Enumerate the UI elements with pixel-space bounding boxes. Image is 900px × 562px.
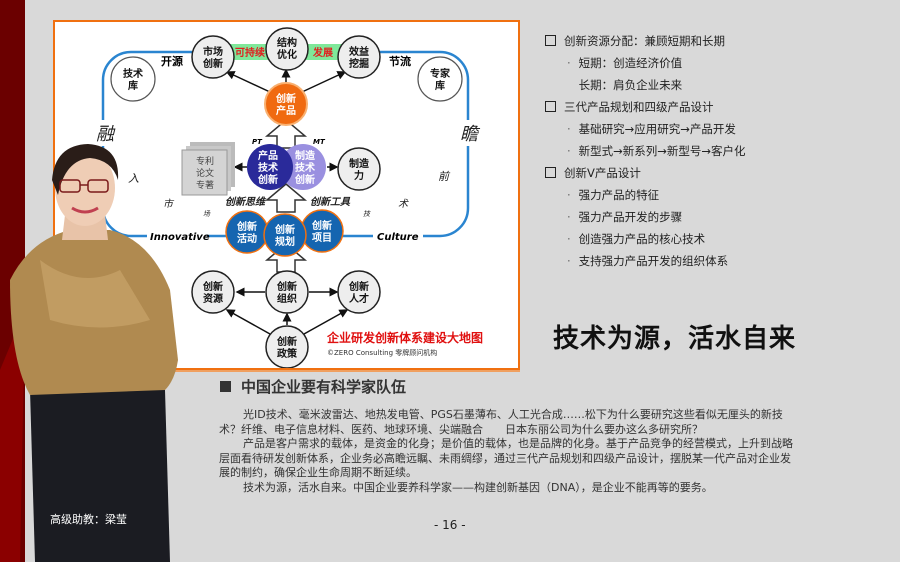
bullet-list: 创新资源分配：兼顾短期和长期 ·短期：创造经济价值 ·长期：肩负企业未来 三代产…	[545, 30, 746, 272]
node-planning: 创新	[274, 223, 295, 236]
svg-text:入: 入	[128, 172, 139, 185]
svg-text:论文: 论文	[196, 167, 214, 179]
svg-text:PT: PT	[252, 138, 263, 146]
svg-text:创新: 创新	[294, 173, 315, 186]
cut-cost-label: 节流	[389, 54, 411, 68]
presenter-photo	[0, 144, 178, 562]
node-resource: 创新	[202, 280, 223, 293]
presenter-caption: 高级助教：梁莹	[50, 513, 127, 526]
node-expertlib: 专家	[430, 67, 451, 80]
bullet-subitem: ·强力产品的特征	[567, 188, 660, 202]
svg-text:瞻: 瞻	[460, 124, 481, 145]
innovation-map-diagram: 可持续 发展 开源 节流 专利 论文 专著 市场创新 结构优化 效益挖掘 技术库…	[53, 20, 520, 370]
mt-node	[280, 144, 326, 190]
svg-text:技术: 技术	[295, 161, 315, 174]
svg-text:库: 库	[128, 79, 138, 92]
node-project: 创新	[311, 219, 332, 232]
svg-text:规划: 规划	[275, 235, 295, 248]
patents-docs-icon: 专利 论文 专著	[181, 142, 235, 196]
diagram-copyright: ©ZERO Consulting 零牌顾问机构	[327, 348, 437, 357]
bullet-subitem: ·强力产品开发的步骤	[567, 210, 683, 224]
svg-text:产品: 产品	[276, 104, 296, 117]
bullet-item: 创新资源分配：兼顾短期和长期	[545, 30, 746, 52]
svg-text:技: 技	[363, 210, 371, 218]
bullet-item: 三代产品规划和四级产品设计	[545, 96, 746, 118]
svg-text:挖掘: 挖掘	[349, 57, 369, 70]
svg-text:融: 融	[96, 124, 116, 145]
svg-text:创新: 创新	[275, 92, 296, 105]
innovative-product-node	[264, 82, 308, 126]
thinking-label: 创新思维	[225, 196, 267, 208]
paragraph: 光ID技术、毫米波雷达、地热发电管、PGS石墨薄布、人工光合成……松下为什么要研…	[219, 408, 783, 436]
svg-text:产品: 产品	[258, 149, 278, 162]
bullet-subitem: ·创造强力产品的核心技术	[567, 232, 706, 246]
diagram-title: 企业研发创新体系建设大地图	[326, 330, 483, 345]
svg-text:创新: 创新	[257, 173, 278, 186]
svg-text:市: 市	[163, 198, 175, 210]
svg-text:项目: 项目	[312, 232, 332, 244]
bullet-subitem: ·长期：肩负企业未来	[578, 78, 683, 92]
svg-text:前: 前	[438, 170, 451, 183]
svg-text:优化: 优化	[277, 48, 297, 61]
svg-text:库: 库	[435, 79, 445, 92]
node-benefit: 效益	[349, 45, 369, 58]
culture-label: Culture	[377, 232, 419, 243]
svg-text:政策: 政策	[277, 347, 298, 360]
svg-text:力: 力	[354, 169, 364, 182]
node-talent: 创新	[348, 280, 369, 293]
band-left-label: 可持续	[235, 46, 265, 59]
slogan: 技术为源，活水自来	[553, 324, 797, 354]
svg-text:MT: MT	[313, 138, 326, 146]
svg-text:创新: 创新	[202, 57, 223, 70]
square-bullet-icon	[220, 381, 231, 392]
svg-text:专著: 专著	[196, 179, 214, 191]
node-policy: 创新	[276, 335, 297, 348]
svg-text:组织: 组织	[277, 292, 297, 305]
paragraph: 产品是客户需求的载体，是资金的化身；是价值的载体，也是品牌的化身。基于产品竞争的…	[219, 437, 793, 479]
svg-text:技术: 技术	[258, 161, 278, 174]
svg-text:人才: 人才	[349, 292, 369, 305]
node-mfg: 制造	[349, 157, 370, 170]
svg-text:活动: 活动	[237, 232, 257, 245]
bullet-subitem: ·基础研究→应用研究→产品开发	[567, 122, 736, 136]
svg-text:术: 术	[398, 198, 409, 210]
svg-text:专利: 专利	[196, 155, 214, 167]
tools-label: 创新工具	[310, 196, 351, 208]
paragraph: 技术为源，活水自来。中国企业要养科学家——构建创新基因（DNA），是企业不能再等…	[243, 480, 713, 494]
bullet-subitem: ·短期：创造经济价值	[567, 56, 683, 70]
band-right-label: 发展	[312, 46, 333, 59]
open-source-label: 开源	[161, 54, 183, 68]
node-structure: 结构	[277, 36, 297, 49]
innovative-label: Innovative	[150, 232, 210, 243]
svg-text:资源: 资源	[203, 292, 223, 305]
bullet-subitem: ·新型式→新系列→新型号→客户化	[567, 144, 746, 158]
pt-node	[247, 144, 293, 190]
section-heading: 中国企业要有科学家队伍	[220, 376, 406, 397]
node-activity: 创新	[236, 220, 257, 233]
svg-text:场: 场	[203, 210, 211, 218]
bullet-item: 创新V产品设计	[545, 162, 746, 184]
svg-text:制造: 制造	[295, 149, 316, 162]
node-techlib: 技术	[123, 67, 143, 80]
node-org: 创新	[276, 280, 297, 293]
body-text: 光ID技术、毫米波雷达、地热发电管、PGS石墨薄布、人工光合成……松下为什么要研…	[219, 408, 799, 495]
page-number: - 16 -	[434, 518, 466, 532]
bullet-subitem: ·支持强力产品开发的组织体系	[567, 254, 729, 268]
node-market: 市场	[203, 45, 223, 58]
